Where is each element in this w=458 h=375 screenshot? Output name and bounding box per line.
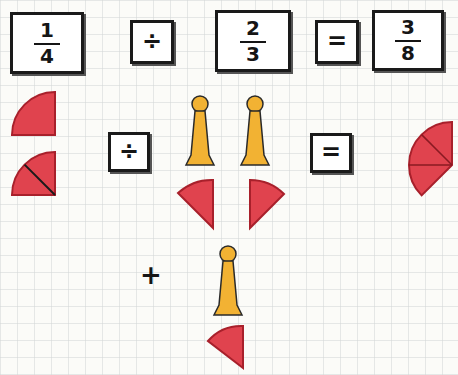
denominator: 3 [246,43,260,65]
eighth-piece [178,180,213,228]
quarter-piece [12,152,55,195]
denominator: 4 [40,45,54,67]
plus-sign: + [140,260,162,290]
numerator: 1 [34,20,60,45]
operator-sign: = [327,29,347,54]
eighth-piece [250,180,284,228]
eighth-piece [208,326,243,368]
operator-sign: ÷ [142,29,162,54]
fraction-box: 14 [10,12,84,74]
split-line [25,165,55,195]
operator-sign: = [321,140,341,165]
three-eighths-piece [409,122,452,195]
numerator: 2 [240,18,266,43]
operator-box: = [315,20,359,64]
operator-box: ÷ [130,20,174,64]
operator-sign: ÷ [119,139,139,164]
pawn [186,96,214,165]
operator-box: = [310,133,352,173]
numerator: 3 [395,17,421,42]
fraction-box: 38 [372,10,444,71]
pawn [241,96,269,165]
quarter-piece [12,92,55,135]
pawn [214,246,242,315]
denominator: 8 [401,42,415,64]
operator-box: ÷ [108,132,150,172]
fraction-box: 23 [215,10,291,72]
